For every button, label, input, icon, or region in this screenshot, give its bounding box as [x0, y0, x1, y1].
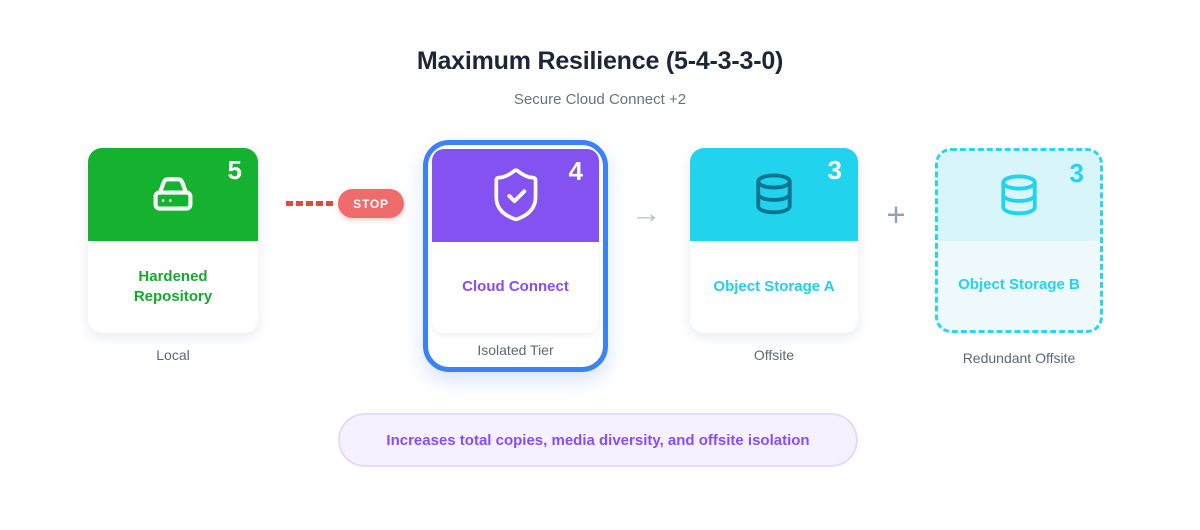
- card-object-storage-a-title: Object Storage A: [713, 277, 835, 295]
- tier-label-redundant-offsite: Redundant Offsite: [962, 350, 1076, 366]
- card-object-storage-a-header: 3: [690, 148, 858, 241]
- benefit-note: Increases total copies, media diversity,…: [338, 413, 858, 467]
- card-hardened-repository-header: 5: [88, 148, 258, 241]
- card-hardened-repository: 5 Hardened Repository: [88, 148, 258, 333]
- tier-label-isolated-tier: Isolated Tier: [477, 342, 554, 358]
- card-cloud-connect-title: Cloud Connect: [462, 278, 569, 296]
- page-title: Maximum Resilience (5-4-3-3-0): [416, 47, 784, 75]
- arrow-right-icon: →: [630, 195, 662, 230]
- tier-label-offsite: Offsite: [753, 347, 795, 363]
- card-object-storage-b-title: Object Storage B: [958, 276, 1080, 294]
- blocked-connection-dashes: [286, 201, 334, 206]
- card-cloud-connect-header: 4: [432, 149, 599, 242]
- copy-count-badge: 3: [1069, 158, 1084, 188]
- page-subtitle: Secure Cloud Connect +2: [513, 91, 687, 108]
- database-icon: [747, 168, 801, 222]
- card-object-storage-b-header: 3: [938, 151, 1100, 241]
- highlighted-isolated-tier-box: 4 Cloud Connect Isolated Tier: [423, 140, 608, 372]
- card-hardened-repository-title: Hardened Repository: [133, 267, 213, 305]
- card-object-storage-b: 3 Object Storage B: [935, 148, 1103, 333]
- plus-icon: +: [886, 196, 906, 233]
- card-cloud-connect: 4 Cloud Connect: [432, 149, 599, 333]
- card-object-storage-a: 3 Object Storage A: [690, 148, 858, 333]
- shield-check-icon: [485, 165, 547, 227]
- database-icon: [992, 169, 1046, 223]
- hard-drive-icon: [144, 166, 202, 224]
- copy-count-badge: 4: [568, 156, 583, 186]
- tier-label-local: Local: [156, 347, 190, 363]
- copy-count-badge: 3: [827, 155, 842, 185]
- copy-count-badge: 5: [227, 155, 242, 185]
- stop-badge: STOP: [338, 189, 404, 218]
